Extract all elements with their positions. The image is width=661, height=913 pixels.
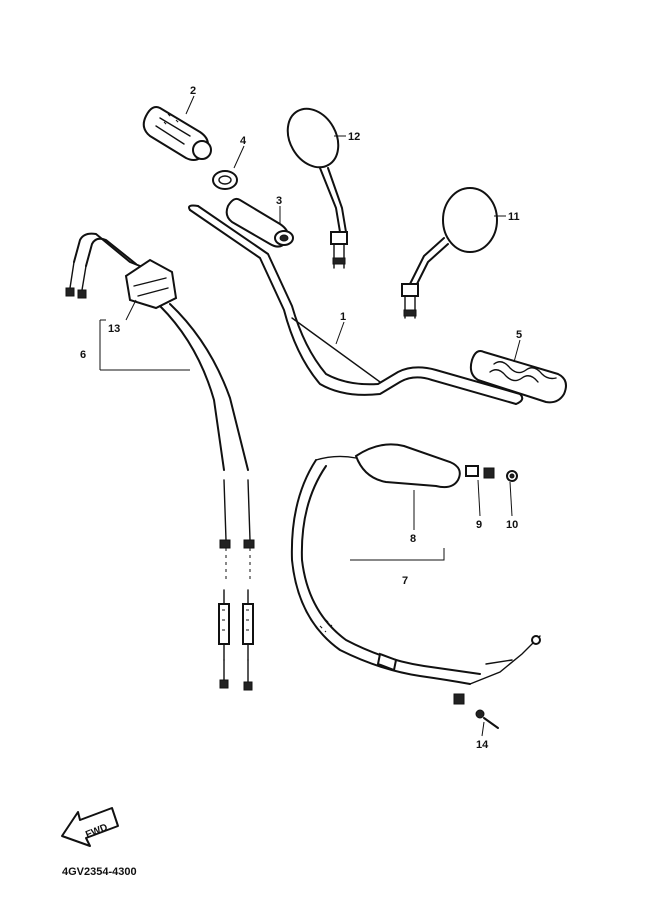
clutch-cable-part-7 (290, 443, 541, 705)
callout-13: 13 (108, 323, 120, 335)
handlebar-part-1 (188, 204, 524, 405)
throttle-sleeve-part-3 (225, 197, 294, 248)
callout-11: 11 (508, 211, 520, 223)
callout-3: 3 (276, 195, 282, 207)
leader-lines (99, 95, 521, 737)
callout-5: 5 (516, 329, 522, 341)
callout-1: 1 (340, 311, 346, 323)
mirror-part-11 (401, 187, 498, 319)
mirror-part-12 (286, 107, 348, 269)
callout-4: 4 (240, 135, 247, 147)
callout-10: 10 (506, 519, 518, 531)
diagram-code: 4GV2354-4300 (62, 866, 137, 878)
grip-part-5 (469, 350, 567, 404)
callout-12: 12 (348, 131, 360, 143)
grip-part-2 (142, 106, 212, 161)
callout-8: 8 (410, 533, 416, 545)
callout-14: 14 (476, 739, 489, 751)
callout-6: 6 (80, 349, 86, 361)
callout-7: 7 (402, 575, 408, 587)
screw-part-14 (475, 709, 499, 729)
forward-arrow-icon: FWD (61, 807, 119, 847)
throttle-cable-part-6 (65, 232, 255, 691)
fwd-label: FWD (84, 822, 109, 841)
callout-9: 9 (476, 519, 482, 531)
washer-part-4 (212, 170, 238, 190)
callout-2: 2 (190, 85, 196, 97)
